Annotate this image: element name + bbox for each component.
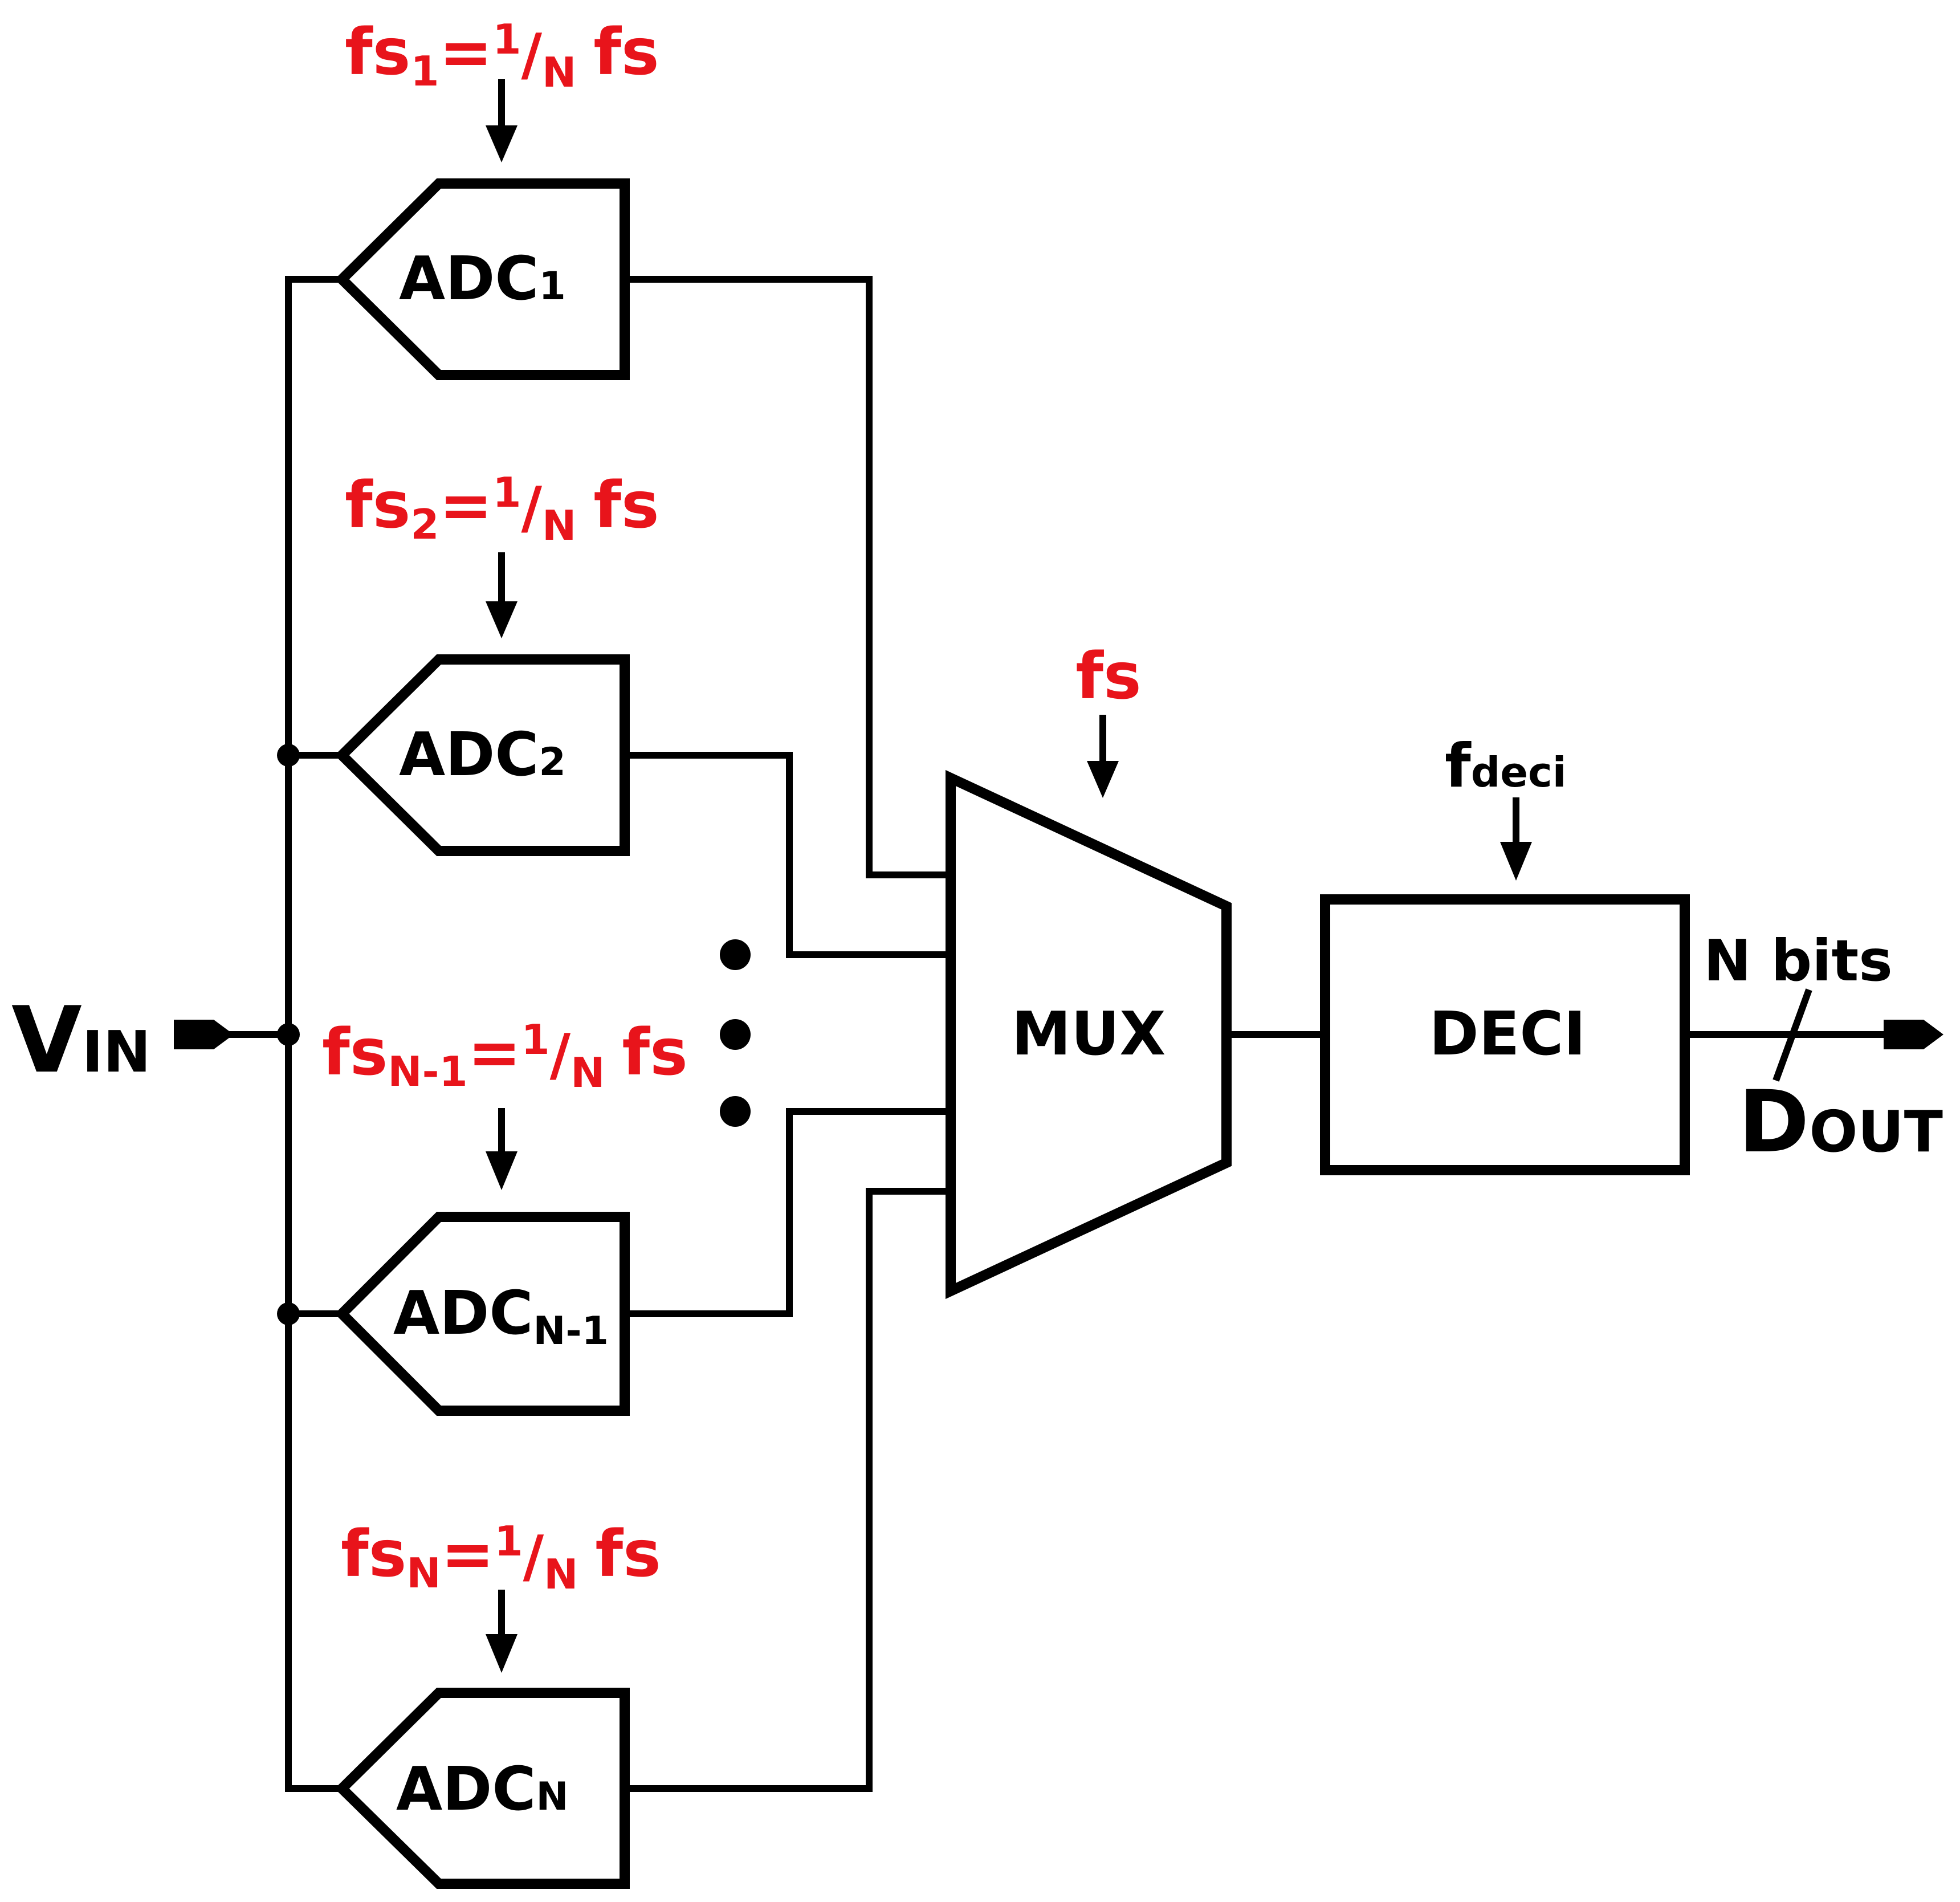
bus-width-label: N bits bbox=[1704, 927, 1893, 994]
adc-2-clock-arrow bbox=[486, 552, 517, 638]
adc-1-label: ADC1 bbox=[399, 244, 566, 313]
mux-clock-arrow bbox=[1087, 715, 1119, 798]
junction-dot bbox=[277, 1023, 300, 1046]
adc-n-minus-1-label: ADCN-1 bbox=[393, 1278, 609, 1354]
dout-label-sub: OUT bbox=[1810, 1098, 1943, 1165]
deci-block bbox=[1320, 894, 1890, 1175]
deci-label: DECI bbox=[1429, 999, 1586, 1069]
dout-terminal bbox=[1884, 1020, 1943, 1049]
deci-clock-label: fdeci bbox=[1445, 731, 1566, 801]
ellipsis-dots bbox=[720, 939, 751, 1127]
vin-label-main: V bbox=[11, 987, 82, 1093]
vin-terminal bbox=[174, 1020, 292, 1049]
adc-n-block bbox=[285, 1188, 950, 1889]
adc-2-block bbox=[285, 654, 950, 958]
dout-label-main: D bbox=[1738, 1073, 1810, 1172]
deci-clock-arrow bbox=[1500, 797, 1532, 881]
dout-label: DOUT bbox=[1738, 1073, 1943, 1172]
vin-label-sub: IN bbox=[82, 1019, 151, 1085]
bus-width-slash bbox=[1772, 988, 1812, 1082]
adc-n-minus-1-clock-arrow bbox=[486, 1108, 517, 1190]
mux-label: MUX bbox=[1012, 999, 1166, 1069]
mux-block bbox=[946, 769, 1329, 1300]
adc-n-clock-arrow bbox=[486, 1590, 517, 1673]
vin-label: VIN bbox=[11, 987, 151, 1093]
adc-2-label: ADC2 bbox=[399, 720, 566, 789]
input-bus bbox=[277, 276, 300, 1792]
mux-clock-label: fs bbox=[1075, 640, 1141, 714]
adc-1-block bbox=[285, 178, 950, 878]
adc-1-clock-arrow bbox=[486, 79, 517, 162]
adc-n-minus-1-block bbox=[285, 1108, 950, 1416]
adc-n-label: ADCN bbox=[396, 1754, 568, 1824]
